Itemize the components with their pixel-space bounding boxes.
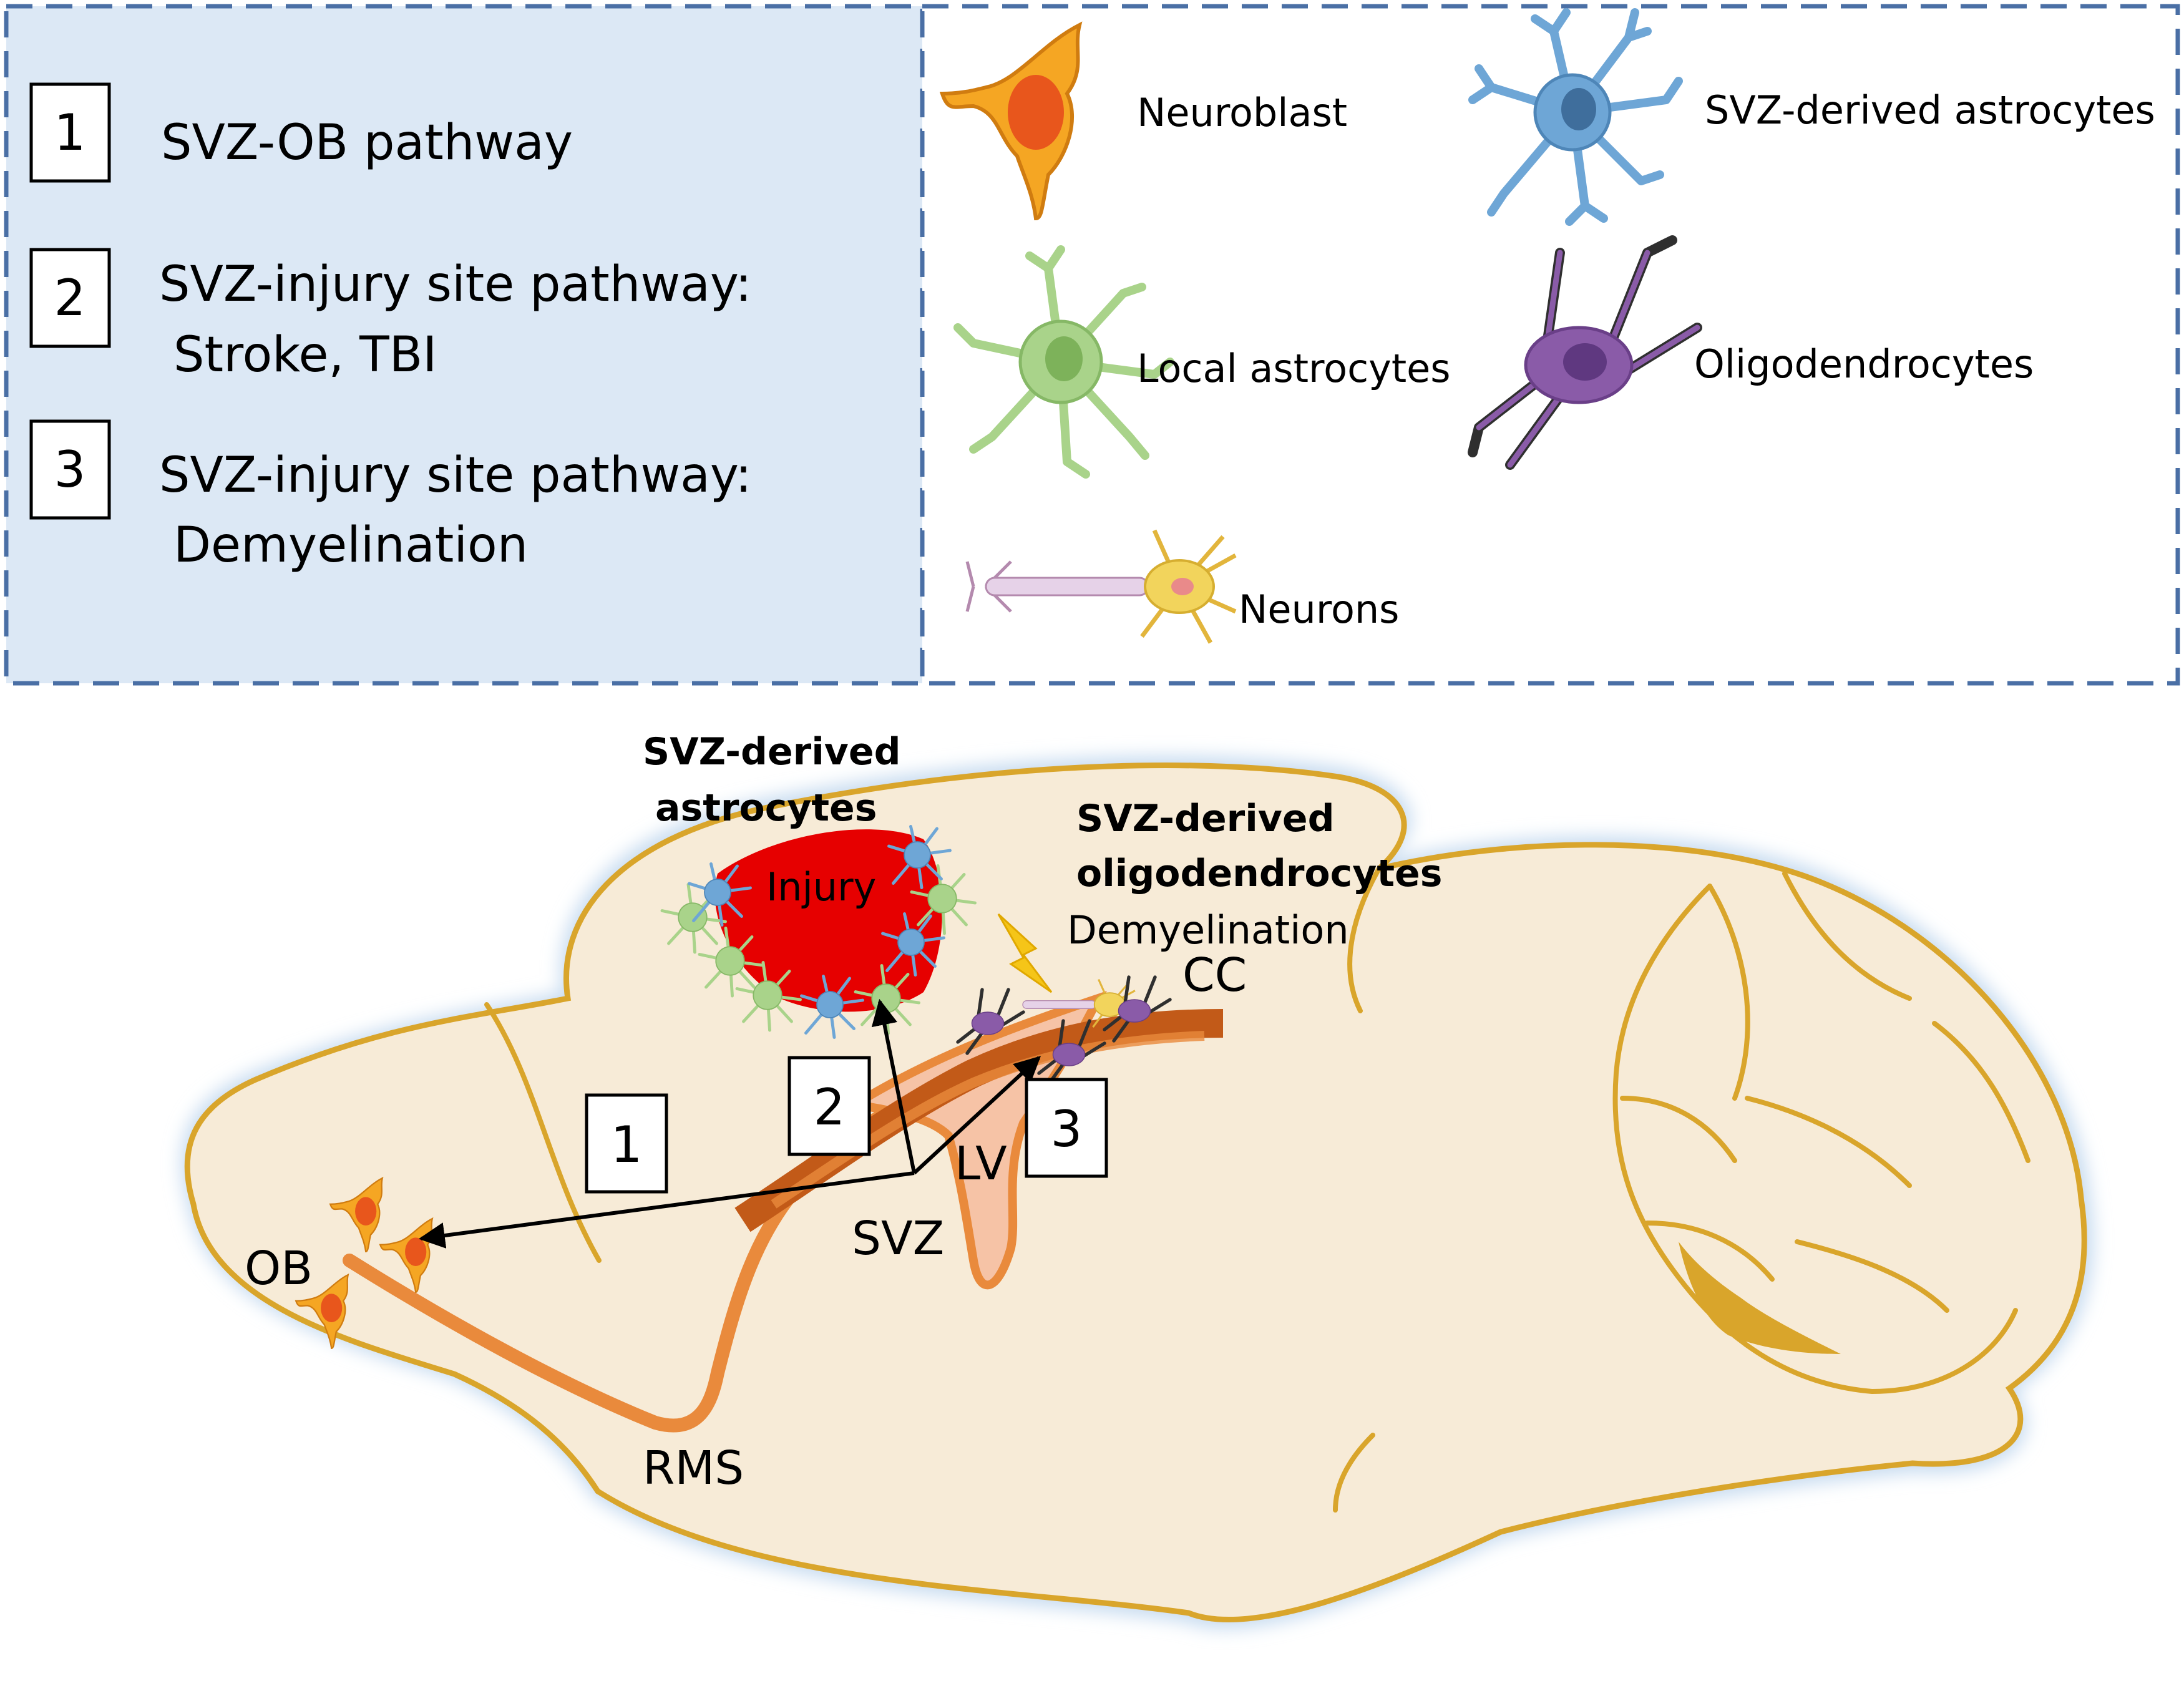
pathway-item-3: 3 SVZ-injury site pathway: Demyelination [29,419,752,573]
label-injury: Injury [766,864,876,910]
svz-astrocyte-icon [881,912,945,977]
pathway-arrows [418,998,1041,1249]
local-astrocyte-icon [660,883,727,954]
marker-box [1025,1078,1108,1178]
pathway-number-box [29,419,111,520]
local-astrocyte-icon [735,961,802,1032]
cell-legend-label: Local astrocytes [1137,346,1451,391]
local-astrocyte-icon [910,864,977,935]
cell-legend-svz-astrocytes: SVZ-derived astrocytes [1468,8,2155,226]
corpus-callosum-highlight [771,1031,1205,1209]
svz-astrocyte-icon [800,975,864,1039]
demyelination-site-cells [956,975,1172,1086]
pathway-number: 2 [54,269,86,327]
label-lv: LV [955,1137,1007,1191]
pathway-number: 1 [54,104,86,162]
pathway-title: SVZ-injury site pathway: [159,447,752,504]
brain-marker-1: 1 [585,1093,668,1194]
lightning-bolt-icon [997,913,1053,993]
cell-legend-neuroblast: Neuroblast [939,21,1347,221]
brain-marker-2: 2 [787,1056,871,1156]
neuroblast-icon [295,1273,349,1349]
oligodendrocyte-icon [1103,975,1172,1043]
marker-number: 1 [611,1116,643,1174]
marker-box [585,1093,668,1194]
cell-legend-label: SVZ-derived astrocytes [1705,87,2155,133]
pathway-legend-background [4,4,925,686]
brain-sagittal-section: 1 2 3 OB RMS SVZ LV CC Injury Demyelinat… [181,730,2094,1629]
label-cc: CC [1182,948,1247,1002]
cell-legend-label: Neurons [1239,587,1399,632]
marker-box [787,1056,871,1156]
label-svz-derived-oligodendrocytes-line2: oligodendrocytes [1076,852,1442,895]
cell-legend-label: Oligodendrocytes [1694,341,2034,387]
brain-folds [484,866,2030,1513]
label-svz-derived-oligodendrocytes-line1: SVZ-derived [1076,797,1335,841]
pathway-number-box [29,248,111,348]
label-ob: OB [245,1242,313,1295]
local-astrocyte-icon [698,927,764,998]
pathway-subtitle: Stroke, TBI [173,327,437,383]
ob-neuroblasts [295,1176,434,1349]
legend-panel: 1 SVZ-OB pathway 2 SVZ-injury site pathw… [4,4,2180,686]
svz-astrocyte-icon [688,862,752,927]
label-svz-derived-astrocytes-line1: SVZ-derived [643,730,901,774]
arrow-pathway-1 [418,1171,915,1249]
neuroblast-icon [939,21,1083,221]
marker-number: 3 [1051,1100,1083,1158]
label-svz-derived-astrocytes-line2: astrocytes [655,786,877,830]
local-astrocyte-icon [953,245,1174,479]
svz-astrocyte-icon [1468,8,1683,226]
label-demyelination: Demyelination [1067,907,1349,953]
neuroblast-icon [329,1176,384,1252]
fourth-ventricle [1679,1242,1841,1354]
pathway-title: SVZ-OB pathway [161,115,573,171]
oligodendrocyte-icon [956,988,1025,1055]
svz-astrocyte-icon [887,825,952,889]
brain-marker-3: 3 [1025,1078,1108,1178]
arrow-pathway-2 [871,998,916,1174]
oligodendrocyte-icon [1468,235,1702,470]
marker-number: 2 [814,1078,846,1136]
pathway-title: SVZ-injury site pathway: [159,256,752,313]
injury-site [714,829,942,1012]
label-rms: RMS [643,1441,744,1495]
cell-legend-oligodendrocytes: Oligodendrocytes [1468,235,2034,470]
pathway-item-2: 2 SVZ-injury site pathway: Stroke, TBI [29,248,752,383]
cell-legend-local-astrocytes: Local astrocytes [953,245,1451,479]
oligodendrocyte-icon [1037,1019,1106,1086]
label-svz: SVZ [852,1212,944,1265]
neuron-icon [965,529,1237,644]
arrow-pathway-3 [912,1056,1041,1175]
pathway-number: 3 [54,441,86,499]
cell-legend-neurons: Neurons [965,529,1399,644]
brain-outline [184,763,2087,1623]
pathway-subtitle: Demyelination [173,517,528,573]
cell-legend-label: Neuroblast [1137,90,1347,135]
pathway-number-box [29,82,111,183]
pathway-item-1: 1 SVZ-OB pathway [29,82,573,183]
